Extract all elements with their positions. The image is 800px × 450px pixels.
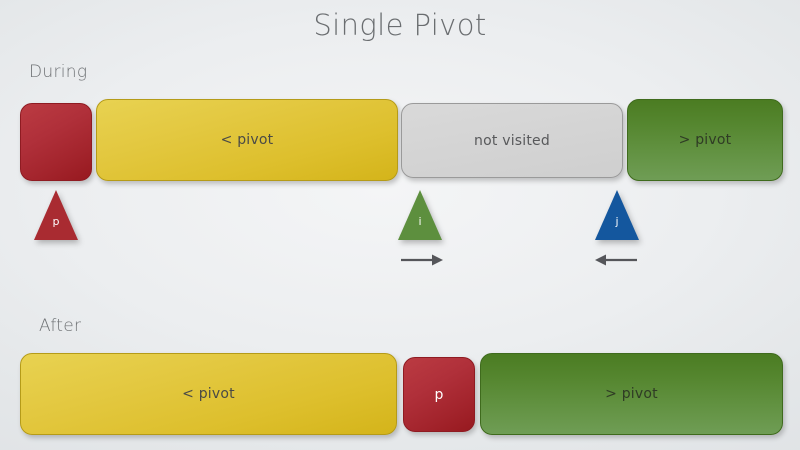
- after-pivot-block[interactable]: p: [403, 357, 475, 432]
- pointer-i-triangle[interactable]: i: [398, 190, 442, 240]
- during-not-visited-block-label: not visited: [474, 132, 550, 149]
- pointer-j-triangle[interactable]: j: [595, 190, 639, 240]
- during-not-visited-block[interactable]: not visited: [401, 103, 623, 178]
- during-less-than-block-label: < pivot: [220, 132, 274, 148]
- section-label-after: After: [39, 316, 82, 336]
- section-label-during: During: [29, 62, 88, 82]
- during-greater-than-block-label: > pivot: [678, 132, 732, 148]
- during-less-than-block[interactable]: < pivot: [96, 99, 398, 181]
- page-title: Single Pivot: [313, 8, 487, 42]
- arrow-right-icon: [401, 254, 443, 266]
- arrow-left-icon: [595, 254, 637, 266]
- after-pivot-block-label: p: [434, 386, 444, 403]
- pointer-i-label: i: [418, 215, 422, 228]
- pointer-p-triangle[interactable]: p: [34, 190, 78, 240]
- during-pivot-block[interactable]: [20, 103, 92, 181]
- pointer-p-label: p: [52, 215, 60, 228]
- after-greater-than-block-label: > pivot: [605, 386, 658, 402]
- during-greater-than-block[interactable]: > pivot: [627, 99, 783, 181]
- after-less-than-block[interactable]: < pivot: [20, 353, 397, 435]
- after-greater-than-block[interactable]: > pivot: [480, 353, 783, 435]
- after-less-than-block-label: < pivot: [182, 386, 235, 402]
- pointer-j-label: j: [615, 215, 619, 228]
